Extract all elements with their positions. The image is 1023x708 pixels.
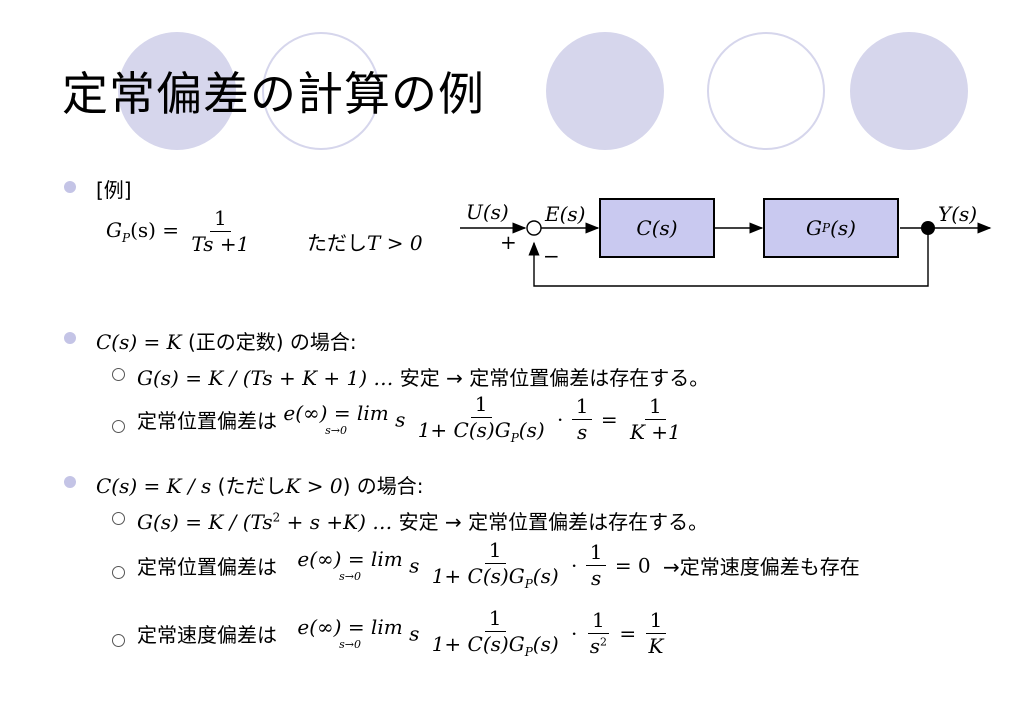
input-label: U(s) — [466, 200, 509, 224]
sub-bullet-case2-1 — [112, 512, 125, 525]
slide-title: 定常偏差の計算の例 — [62, 67, 485, 121]
sub-bullet-case2-2 — [112, 566, 125, 579]
decor-circle-1 — [118, 32, 236, 150]
bullet-case1 — [64, 332, 76, 344]
block-diagram — [460, 220, 992, 287]
plant-fraction: 1 Ts +1 — [191, 206, 250, 256]
sub-bullet-case1-2 — [112, 420, 125, 433]
sub-bullet-case1-1 — [112, 368, 125, 381]
bullet-case2 — [64, 476, 76, 488]
case2-heading: C(s) = K / s (ただしK > 0) の場合: — [96, 474, 424, 498]
decor-circle-3 — [850, 32, 968, 150]
bullet-example — [64, 181, 76, 193]
example-label: [例] — [96, 178, 132, 202]
case1-item1: G(s) = K / (Ts + K + 1) … 安定 → 定常位置偏差は存在… — [137, 366, 710, 390]
error-label: E(s) — [545, 202, 586, 226]
feedback-path — [528, 228, 929, 287]
decor-ring-1 — [262, 32, 380, 150]
decor-circle-2 — [546, 32, 664, 150]
decor-ring-2 — [707, 32, 825, 150]
plant-transfer-function: GP(s) = 1 Ts +1 — [106, 208, 255, 255]
minus-sign: − — [543, 244, 560, 268]
controller-block: C(s) — [599, 198, 715, 258]
sub-bullet-case2-3 — [112, 634, 125, 647]
plus-sign: + — [500, 230, 517, 254]
case2-item1: G(s) = K / (Ts2 + s +K) … 安定 → 定常位置偏差は存在… — [137, 510, 709, 534]
output-label: Y(s) — [938, 202, 978, 226]
case1-heading: C(s) = K (正の定数) の場合: — [96, 330, 357, 354]
plant-condition: ただしT > 0 — [307, 231, 423, 255]
summing-junction — [526, 220, 542, 236]
